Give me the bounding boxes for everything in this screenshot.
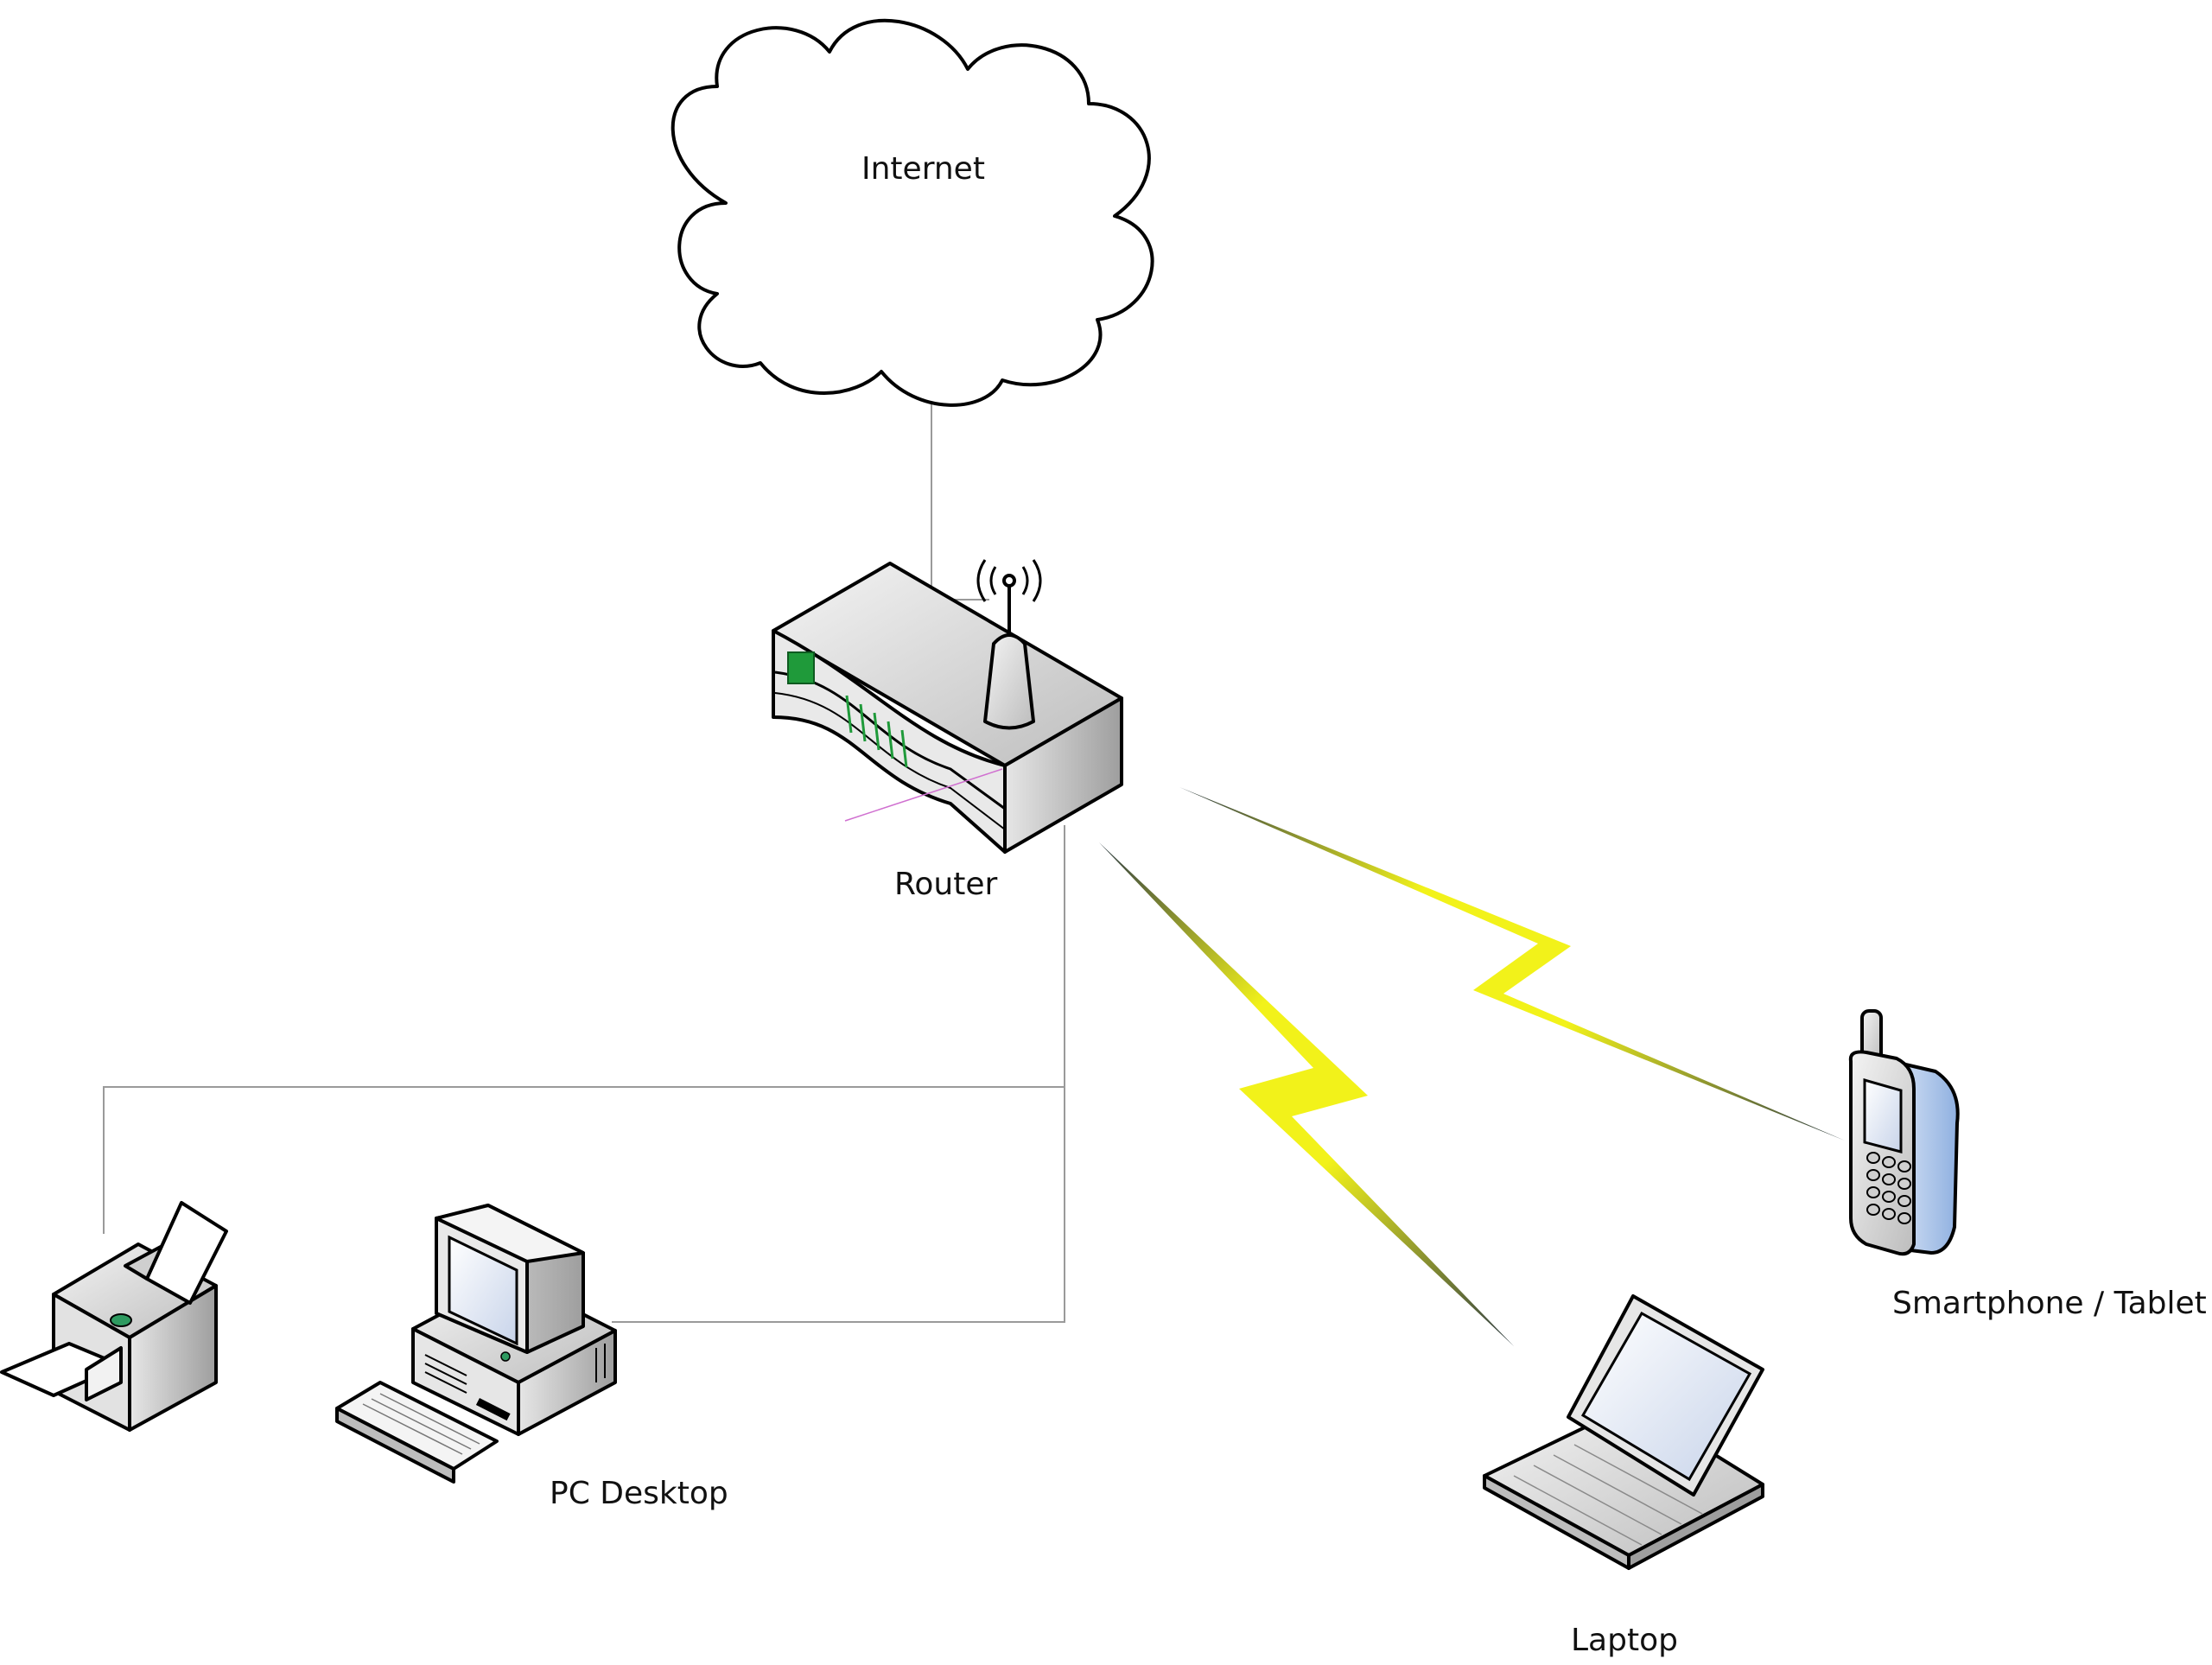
- laptop-icon: [1483, 1294, 1764, 1570]
- internet-label: Internet: [861, 151, 985, 187]
- mobile-phone-icon: [1848, 1009, 1960, 1256]
- laptop-label: Laptop: [1571, 1623, 1678, 1658]
- desktop-label: PC Desktop: [550, 1476, 728, 1511]
- link-router-desktop: [612, 1087, 1065, 1323]
- link-router-laptop: [1099, 842, 1514, 1346]
- phone-label: Smartphone / Tablet: [1892, 1286, 2207, 1321]
- router-label: Router: [894, 867, 998, 902]
- router-led: [787, 651, 815, 684]
- printer-icon: [0, 1201, 228, 1432]
- antenna-icon: [976, 559, 1042, 730]
- link-router-phone: [1179, 787, 1845, 1141]
- cloud-icon: [671, 18, 1154, 407]
- link-router-printer: [103, 825, 1065, 1234]
- wireless-router-icon: [772, 559, 1123, 854]
- desktop-computer-icon: [335, 1204, 617, 1484]
- router-port-lights: [845, 695, 908, 768]
